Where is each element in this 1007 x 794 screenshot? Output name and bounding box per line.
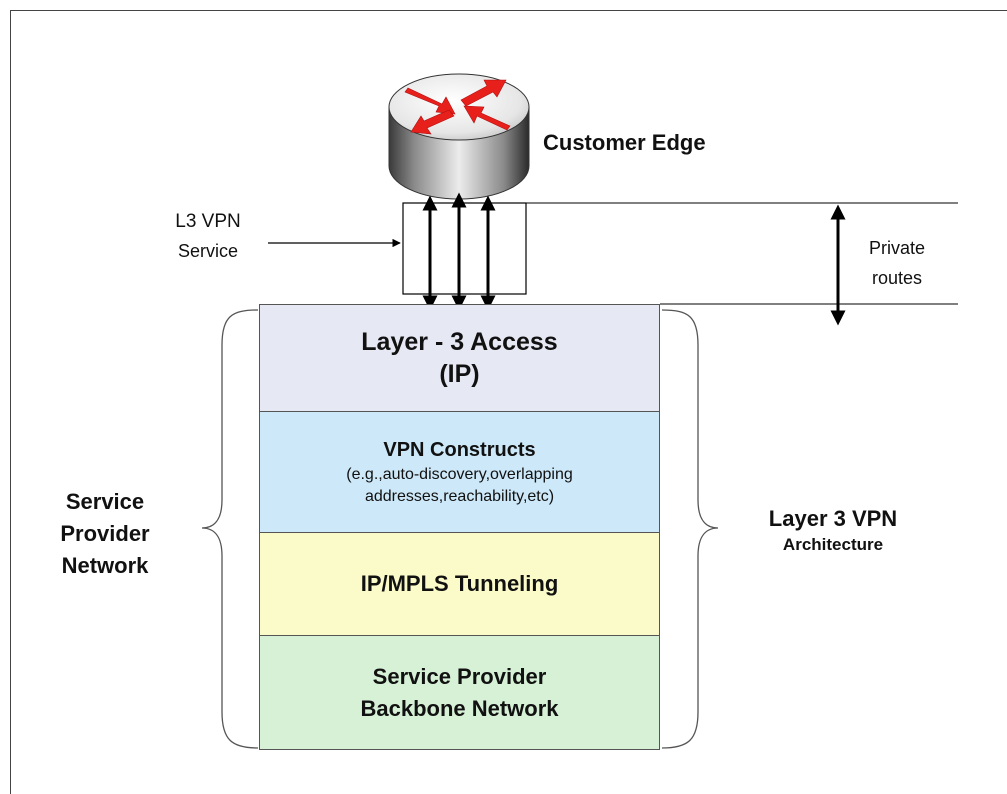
l3vpn-label-line2: Service — [177, 241, 239, 261]
layer-vpn-constructs-title: VPN Constructs — [383, 439, 536, 461]
l3vpn-service-box — [402, 202, 527, 295]
layer-backbone-network: Service Provider Backbone Network — [259, 635, 660, 750]
spn-line1: Service — [65, 489, 145, 514]
layer-ip-mpls-title: IP/MPLS Tunneling — [360, 571, 559, 596]
customer-edge-label: Customer Edge — [543, 130, 706, 155]
left-brace — [201, 309, 259, 749]
spn-line2: Provider — [60, 521, 150, 546]
architecture-line2: Architecture — [782, 535, 884, 554]
architecture-line1: Layer 3 VPN — [768, 506, 898, 531]
layer-vpn-constructs: VPN Constructs (e.g.,auto-discovery,over… — [259, 411, 660, 533]
service-provider-network-label: Service Provider Network — [30, 486, 180, 582]
layer-l3-access: Layer - 3 Access (IP) — [259, 304, 660, 412]
diagram-frame — [10, 10, 1007, 794]
right-brace — [661, 309, 719, 749]
layer-ip-mpls-tunneling: IP/MPLS Tunneling — [259, 532, 660, 636]
layer-vpn-constructs-detail-1: (e.g.,auto-discovery,overlapping — [346, 466, 573, 483]
layer-backbone-title-1: Service Provider — [372, 663, 547, 689]
private-routes-line2: routes — [871, 268, 923, 288]
layer-vpn-constructs-detail-2: addresses,reachability,etc) — [364, 488, 555, 505]
router-icon — [388, 73, 530, 200]
layer-l3-access-subtitle: (IP) — [439, 360, 480, 388]
spn-line3: Network — [61, 553, 149, 578]
l3vpn-label-line1: L3 VPN — [175, 211, 241, 232]
architecture-label: Layer 3 VPN Architecture — [738, 505, 928, 557]
layer-l3-access-title: Layer - 3 Access — [361, 328, 558, 356]
private-routes-line1: Private — [868, 238, 926, 258]
layer-backbone-title-2: Backbone Network — [360, 695, 559, 721]
